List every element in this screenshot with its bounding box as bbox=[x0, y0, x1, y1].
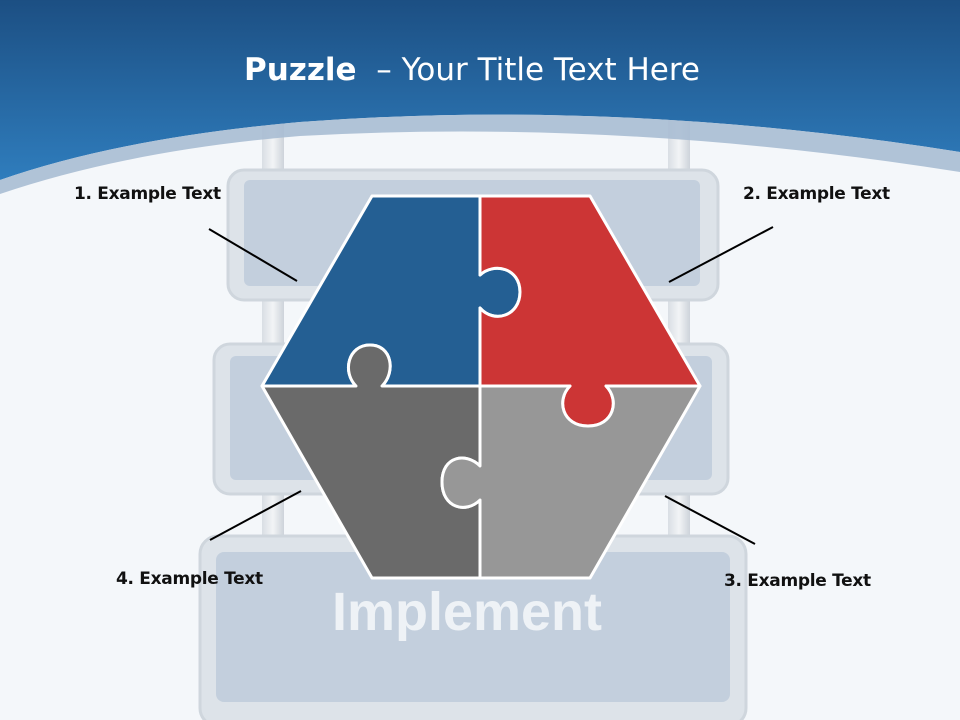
connector-lines bbox=[208, 226, 774, 545]
slide-title-bold: Puzzle bbox=[244, 52, 357, 88]
sign-text-implement: Implement bbox=[332, 582, 602, 642]
slide-title-rest: – Your Title Text Here bbox=[356, 52, 700, 88]
sign-board-bottom bbox=[198, 534, 748, 720]
puzzle-piece-light-gray bbox=[440, 384, 702, 580]
connector-line-3 bbox=[664, 495, 756, 545]
connector-line-1 bbox=[208, 228, 298, 282]
label-1: 1. Example Text bbox=[74, 184, 221, 204]
label-3: 3. Example Text bbox=[724, 571, 871, 591]
label-2: 2. Example Text bbox=[743, 184, 890, 204]
connector-line-2 bbox=[668, 226, 774, 283]
connector-line-4 bbox=[209, 490, 302, 541]
puzzle-hexagon bbox=[260, 194, 702, 580]
header-band bbox=[0, 0, 960, 194]
slide-title: Puzzle – Your Title Text Here bbox=[0, 48, 944, 92]
label-4: 4. Example Text bbox=[116, 569, 263, 589]
